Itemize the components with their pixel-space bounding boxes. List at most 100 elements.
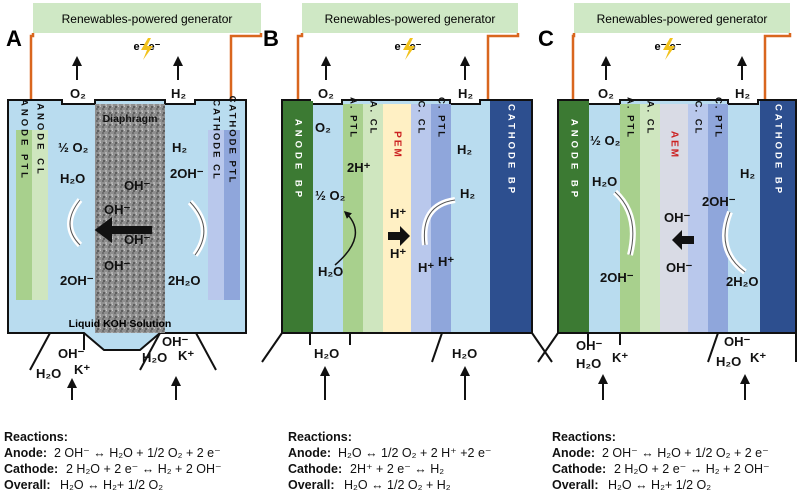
overall-reaction: H₂O ↔ 1/2 O₂ + H₂	[344, 478, 451, 492]
overall-reaction: H₂O ↔ H₂+ 1/2 O₂	[60, 478, 163, 492]
overall-reaction-label: Overall:	[288, 478, 335, 492]
cathode-reaction-label: Cathode:	[288, 462, 342, 476]
lightning-icon	[663, 38, 675, 60]
anode-reaction: 2 OH⁻ ↔ H₂O + 1/2 O₂ + 2 e⁻	[54, 446, 221, 460]
anode-bp-label: ANODE BP	[293, 119, 304, 201]
generator-label: Renewables-powered generator	[597, 12, 768, 26]
cathode-cl-label: C. CL	[693, 101, 704, 136]
o2-label: O₂	[70, 86, 86, 101]
anode-ptl-label: A. PTL	[625, 97, 636, 139]
pem-membrane	[383, 104, 411, 332]
anode-cl-label: ANODE CL	[35, 103, 46, 177]
generator-label: Renewables-powered generator	[62, 12, 233, 26]
cathode-bp	[490, 101, 531, 332]
cathode-cl	[688, 104, 708, 332]
anode-bp	[283, 101, 313, 332]
anode-ptl-label: A. PTL	[348, 97, 359, 139]
overall-reaction: H₂O ↔ H₂+ 1/2 O₂	[608, 478, 711, 492]
cathode-ptl-label: CATHODE PTL	[227, 96, 238, 185]
anode-cl-label: A. CL	[645, 101, 656, 136]
bottom-right-h2o: H₂O	[142, 350, 167, 365]
h2-right-label: H₂	[172, 140, 187, 155]
panel-letter: B	[263, 26, 279, 51]
h2o-left-label: H₂O	[592, 174, 617, 189]
oh-ion-2: OH⁻	[104, 202, 131, 217]
h-ion-3: H⁺	[418, 260, 434, 275]
cathode-ptl	[708, 104, 728, 332]
o2-label: O₂	[318, 86, 334, 101]
anode-cl	[640, 104, 660, 332]
bottom-left-h2o: H₂O	[314, 346, 339, 361]
h2-label-inside: H₂	[740, 166, 755, 181]
bottom-left-k: K⁺	[74, 362, 90, 377]
h-ion-2: H⁺	[390, 246, 406, 261]
bottom-right-oh: OH⁻	[724, 334, 751, 349]
ion-flow-arrow	[672, 230, 694, 250]
h-ion-4: H⁺	[438, 254, 454, 269]
two-oh-right-label: 2OH⁻	[170, 166, 204, 181]
o2-label: O₂	[598, 86, 614, 101]
generator-box	[33, 3, 261, 33]
cathode-cl-label: CATHODE CL	[211, 99, 222, 181]
anode-reaction: H₂O ↔ 1/2 O₂ + 2 H⁺ +2 e⁻	[338, 446, 492, 460]
anode-cl	[32, 130, 48, 300]
anode-ptl	[343, 104, 363, 332]
anode-bp-label: ANODE BP	[569, 119, 580, 201]
cathode-ptl	[224, 130, 240, 300]
panel-a: A Renewables-powered generator e⁻ e⁻ O₂ …	[4, 3, 263, 492]
bottom-left-oh: OH⁻	[58, 346, 85, 361]
cathode-cl-label: C. CL	[416, 101, 427, 136]
ion-flow-arrow	[94, 217, 152, 243]
wire-cathode	[757, 33, 792, 131]
bottom-left-k: K⁺	[612, 350, 628, 365]
pem-label: PEM	[392, 131, 403, 159]
anode-reaction-label: Anode:	[552, 446, 595, 460]
anode-bp	[559, 101, 589, 332]
koh-label: Liquid KOH Solution	[69, 318, 172, 330]
overall-reaction-label: Overall:	[4, 478, 51, 492]
h-ion-1: H⁺	[390, 206, 406, 221]
bottom-left-h2o: H₂O	[576, 356, 601, 371]
two-h2o-right-label: 2H₂O	[168, 273, 201, 288]
diaphragm	[95, 104, 165, 333]
cathode-bp	[760, 101, 795, 332]
wire-cathode	[223, 33, 263, 133]
overall-reaction-label: Overall:	[552, 478, 599, 492]
aem-label: AEM	[669, 131, 680, 159]
h2o-left-label: H₂O	[60, 171, 85, 186]
cathode-cl	[411, 104, 431, 332]
h2-inside-label-2: H₂	[460, 186, 475, 201]
h2-label: H₂	[458, 86, 473, 101]
cathode-ptl	[431, 104, 451, 332]
cathode-reaction-label: Cathode:	[4, 462, 58, 476]
half-o2-label: ½ O₂	[315, 188, 346, 203]
oh-ion-1: OH⁻	[124, 178, 151, 193]
proton-flow-arrow	[388, 226, 410, 246]
oh-ion-3: OH⁻	[124, 232, 151, 247]
h2o-label: H₂O	[318, 264, 343, 279]
half-o2-label: ½ O₂	[58, 140, 89, 155]
cathode-reaction: 2 H₂O + 2 e⁻ ↔ H₂ + 2 OH⁻	[66, 462, 222, 476]
cathode-bp-label: CATHODE BP	[773, 104, 784, 196]
diaphragm-label: Diaphragm	[103, 113, 158, 125]
anode-cl-label: A. CL	[368, 101, 379, 136]
panel-c: C Renewables-powered generator e⁻ e⁻ O₂ …	[537, 3, 797, 492]
wire-anode	[296, 33, 304, 125]
generator-label: Renewables-powered generator	[325, 12, 496, 26]
o2-inside-label: O₂	[315, 120, 331, 135]
oh-ion-1: OH⁻	[664, 210, 691, 225]
cathode-reaction: 2 H₂O + 2 e⁻ ↔ H₂ + 2 OH⁻	[614, 462, 770, 476]
half-o2-label: ½ O₂	[590, 133, 621, 148]
wire-anode	[571, 33, 576, 125]
cathode-bp-label: CATHODE BP	[506, 104, 517, 196]
bottom-left-h2o: H₂O	[36, 366, 61, 381]
anode-ptl-label: ANODE PTL	[19, 99, 30, 181]
panel-letter: A	[6, 26, 22, 51]
anode-curve-arrow	[334, 210, 357, 266]
cathode-ptl-label: C. PTL	[713, 97, 724, 139]
panel-letter: C	[538, 26, 554, 51]
two-oh-left-label: 2OH⁻	[60, 273, 94, 288]
lightning-icon	[403, 38, 415, 60]
bottom-right-h2o: H₂O	[716, 354, 741, 369]
